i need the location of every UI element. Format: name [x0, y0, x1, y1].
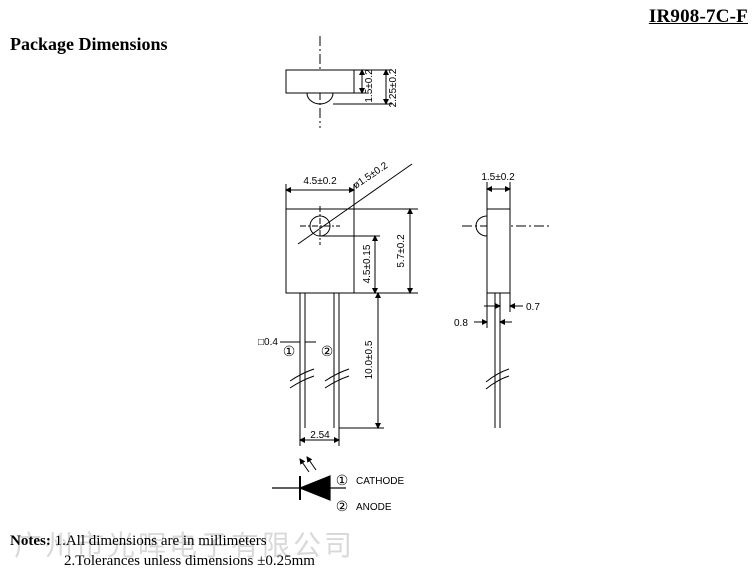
notes-line-1: Notes: 1.All dimensions are in millimete…: [10, 531, 315, 551]
pin1-marker: ①: [283, 343, 296, 359]
side-view: [462, 182, 552, 428]
legend-2-marker: ②: [336, 498, 349, 514]
diode-symbol: [272, 456, 346, 501]
dim-top-lens-height: 1.5±0.2: [364, 69, 375, 103]
legend-2-label: ANODE: [356, 502, 392, 513]
legend-1-marker: ①: [336, 472, 349, 488]
notes: Notes: 1.All dimensions are in millimete…: [10, 531, 315, 571]
dim-lead-offset-left: 0.8: [454, 318, 468, 329]
part-number: IR908-7C-F: [648, 6, 748, 27]
dim-top-total-height: 2.25±0.2: [388, 68, 399, 107]
section-title: Package Dimensions: [10, 34, 168, 54]
dim-lead-square: □0.4: [258, 337, 278, 348]
dim-total-body-height: 5.7±0.2: [396, 234, 407, 268]
dim-lead-length: 10.0±0.5: [364, 340, 375, 379]
dim-lead-pitch: 2.54: [310, 430, 330, 441]
pin2-marker: ②: [321, 343, 334, 359]
legend-1-label: CATHODE: [356, 476, 404, 487]
note-2: 2.Tolerances unless dimensions ±0.25mm: [64, 553, 315, 569]
top-view: [285, 36, 392, 128]
front-view: [280, 163, 418, 446]
note-1: 1.All dimensions are in millimeters: [54, 533, 267, 549]
dim-front-width: 4.5±0.2: [303, 176, 337, 187]
notes-label: Notes:: [10, 533, 51, 549]
dim-body-height: 4.5±0.15: [362, 244, 373, 283]
dim-lead-offset-right: 0.7: [526, 302, 540, 313]
dim-side-width: 1.5±0.2: [481, 172, 515, 183]
dim-lens-diameter: ø1.5±0.2: [351, 160, 390, 191]
